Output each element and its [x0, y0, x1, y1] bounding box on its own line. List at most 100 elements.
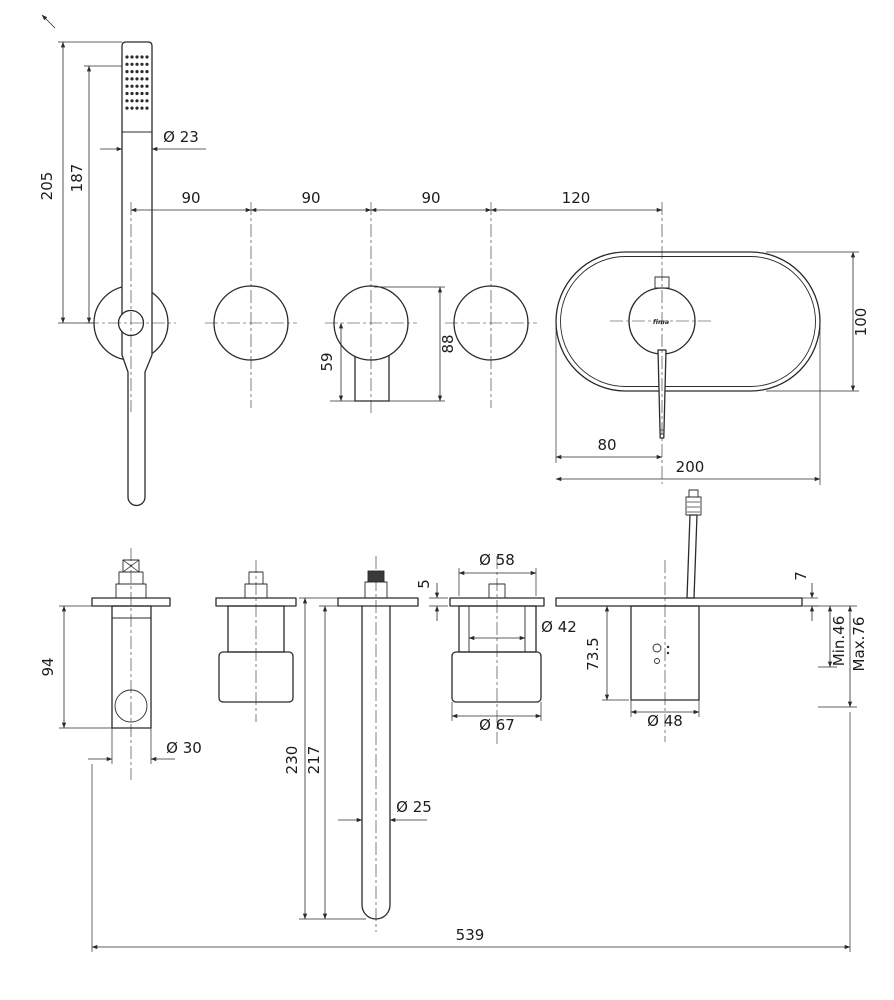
dim-label-59: 59	[318, 352, 336, 371]
dimension-spacing-chain: 90 90 90 120	[130, 189, 663, 213]
lever-tip	[688, 489, 699, 498]
mixer-body	[630, 605, 700, 701]
dim-label-80: 80	[597, 436, 616, 454]
dimension-mixer-plate-thickness: 7	[792, 571, 818, 621]
spray-dot	[130, 99, 134, 103]
mixer-lever-side	[686, 514, 698, 599]
spray-dot	[135, 62, 139, 66]
spray-dot	[125, 91, 129, 96]
dim-label-205: 205	[38, 172, 56, 201]
spout-wall-plate	[337, 597, 419, 607]
dimension-plate-height: 100	[766, 251, 870, 392]
dim-label-90-a: 90	[181, 189, 200, 207]
mixer-side-view	[555, 489, 803, 701]
cartridge-dot-icon	[666, 651, 670, 655]
dimension-spout-overall-height: 88	[374, 286, 457, 402]
dimension-plate-width: 200	[555, 326, 821, 485]
spray-dot	[135, 84, 139, 88]
knob-skirt	[218, 651, 294, 703]
spray-dot	[140, 70, 144, 74]
dim-label-94: 94	[39, 657, 57, 676]
cartridge-screw-icon	[654, 658, 660, 664]
dimension-handle-cap-dia: Ø 58	[458, 551, 537, 596]
dim-label-dia42: Ø 42	[541, 618, 577, 636]
valve-outlet-circle	[114, 689, 148, 723]
dimension-spout-tube-depth: 217	[305, 605, 340, 920]
spray-dot	[140, 106, 144, 110]
spray-dot	[125, 70, 129, 74]
dim-label-230: 230	[283, 746, 301, 775]
dimension-spout-lower-drop: 59	[318, 322, 355, 402]
dimension-overall-width: 539	[91, 712, 851, 952]
mixer-plate-inner-line	[560, 256, 816, 387]
spray-dot	[130, 84, 134, 88]
cartridge-screw-icon	[652, 643, 662, 653]
spray-dot	[130, 55, 134, 59]
dim-label-120: 120	[562, 189, 591, 207]
spray-dot	[145, 70, 149, 74]
spray-dot	[125, 84, 129, 88]
hand-shower-wand	[121, 41, 153, 507]
dimension-recess-min-max: Min.46 Max.76	[804, 605, 868, 708]
dim-label-min46: Min.46	[830, 616, 848, 666]
spray-dot	[140, 84, 144, 88]
dim-label-dia23: Ø 23	[163, 128, 199, 146]
stem-cross-line	[122, 559, 140, 573]
spray-dot	[145, 55, 149, 59]
dim-label-dia67: Ø 67	[479, 716, 515, 734]
dimension-mixer-body-depth: 73.5	[584, 605, 629, 701]
spray-dot	[145, 84, 149, 88]
dim-label-73-5: 73.5	[584, 637, 602, 670]
dim-label-max76: Max.76	[850, 617, 868, 672]
spray-dot	[145, 77, 149, 81]
dimension-spout-total-depth: 230	[283, 597, 366, 920]
spray-dot	[145, 62, 149, 66]
dim-label-100: 100	[852, 308, 870, 337]
dimension-handle-skirt-dia: Ø 67	[451, 702, 542, 734]
dimension-hand-shower-dia: Ø 23	[100, 128, 206, 152]
knob-trim-side-view	[215, 571, 297, 703]
spray-dot	[135, 99, 139, 103]
spray-dot	[140, 77, 144, 81]
spray-dot	[130, 91, 134, 96]
spray-dot	[135, 70, 139, 74]
dim-label-88: 88	[439, 334, 457, 353]
spray-dot	[135, 77, 139, 81]
spray-dot	[145, 99, 149, 103]
spray-dot	[130, 106, 134, 110]
dim-label-200: 200	[676, 458, 705, 476]
spray-dots	[125, 55, 149, 110]
dim-label-dia30: Ø 30	[166, 739, 202, 757]
dim-label-dia25: Ø 25	[396, 798, 432, 816]
dim-label-5: 5	[415, 579, 433, 589]
valve-side-view	[91, 559, 171, 729]
spray-dot	[145, 106, 149, 110]
leader-arrow	[41, 14, 56, 29]
dimension-handle-neck-dia: Ø 42	[468, 618, 577, 641]
spray-dot	[130, 62, 134, 66]
handle-skirt	[451, 651, 542, 703]
handle-upper-body	[458, 605, 537, 653]
spout-knurl-cap	[367, 570, 385, 583]
spray-dot	[125, 99, 129, 103]
dim-label-539: 539	[456, 926, 485, 944]
spray-dot	[145, 91, 149, 96]
spray-dot	[125, 62, 129, 66]
spray-dot	[125, 106, 129, 110]
valve-body	[111, 605, 152, 729]
mixer-plate-outline	[555, 251, 821, 392]
dim-label-187: 187	[68, 164, 86, 193]
dimension-valve-body-depth: 94	[39, 605, 112, 729]
dimension-mixer-body-dia: Ø 48	[630, 700, 700, 730]
spray-dot	[125, 77, 129, 81]
spray-dot	[125, 55, 129, 59]
dim-label-7: 7	[792, 571, 810, 581]
mixer-plate-edge	[555, 597, 803, 607]
spray-dot	[140, 62, 144, 66]
spray-dot	[135, 91, 139, 96]
spout-tube	[361, 605, 391, 920]
spray-dot	[140, 55, 144, 59]
dim-label-90-c: 90	[421, 189, 440, 207]
